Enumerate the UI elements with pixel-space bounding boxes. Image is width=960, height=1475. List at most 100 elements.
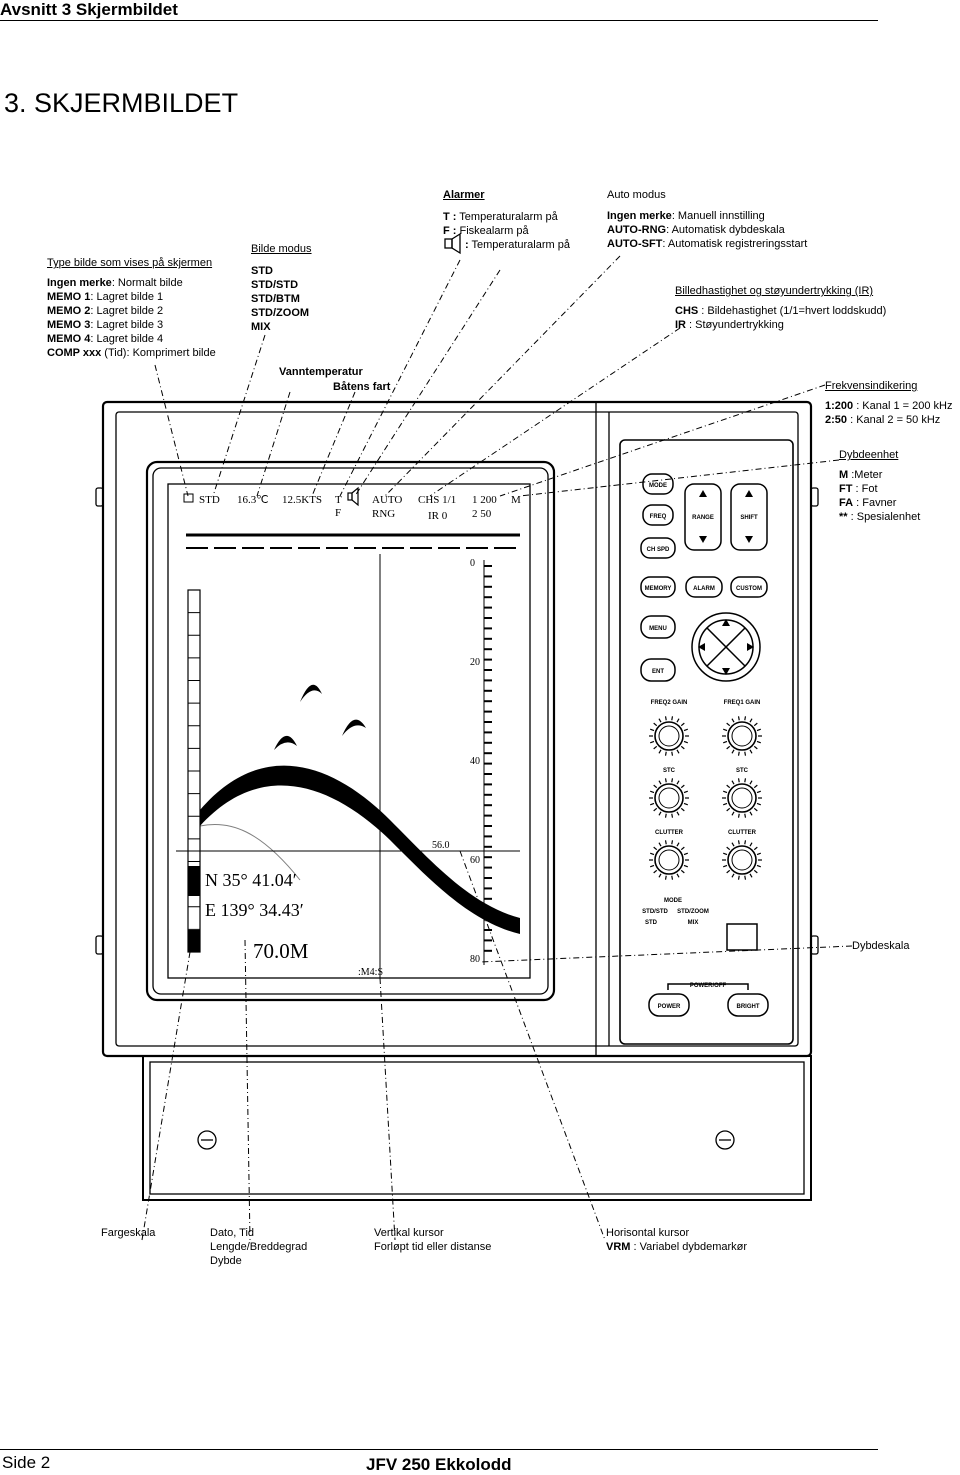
- mode-key: [642, 473, 674, 495]
- color-scale-dividers: [188, 612, 200, 930]
- horizontal-cursor-block: Horisontal kursor VRM : Variabel dybdema…: [606, 1226, 747, 1254]
- control-knob: [722, 716, 762, 756]
- freq-key: [642, 504, 674, 526]
- stc2-label: STC: [663, 768, 676, 774]
- control-panel: [619, 439, 794, 1045]
- elapsed-line: Forløpt tid eller distanse: [374, 1241, 492, 1253]
- clutter1-label: CLUTTER: [728, 830, 757, 836]
- auto-item: Ingen merke: Manuell innstilling: [607, 210, 765, 222]
- date-line: Dato, Tid: [210, 1227, 255, 1239]
- depth-readout: 70.0M: [253, 939, 309, 963]
- boat-speed-label: Båtens fart: [333, 381, 391, 393]
- depth-scale-label: Dybdeskala: [852, 940, 910, 952]
- auto-item: AUTO-SFT: Automatisk registreringsstart: [607, 238, 808, 250]
- status-ir: IR 0: [428, 510, 448, 522]
- std-std-label: STD/STD: [642, 909, 668, 915]
- mode-heading: Bilde modus: [251, 243, 312, 255]
- mode-switch-indicator: [726, 923, 758, 951]
- type-block: Type bilde som vises på skjermen Ingen m…: [47, 256, 216, 360]
- vrm-value: 56.0: [432, 840, 450, 851]
- depth-unit-block: Dybdeenhet M :Meter FT : Fot FA : Favner…: [839, 448, 920, 524]
- depth-label: 20: [470, 657, 480, 668]
- stc1-label: STC: [736, 768, 749, 774]
- range-key: [684, 483, 722, 551]
- clutter2-label: CLUTTER: [655, 830, 684, 836]
- longitude: E 139° 34.43′: [205, 900, 304, 920]
- status-speed: 12.5KTS: [282, 494, 322, 506]
- depth-unit-item: M :Meter: [839, 469, 883, 481]
- alarm-block: Alarmer T : Temperaturalarm på F : Fiske…: [443, 188, 570, 252]
- type-item: Ingen merke: Normalt bilde: [47, 277, 183, 289]
- control-knob: [722, 778, 762, 818]
- auto-block: Auto modus Ingen merke: Manuell innstill…: [607, 188, 807, 251]
- horizontal-cursor-line: Horisontal kursor: [606, 1227, 690, 1239]
- fish-echo: [300, 684, 322, 702]
- alarm-heading: Alarmer: [443, 189, 485, 201]
- status-auto: AUTO: [372, 494, 402, 506]
- latitude: N 35° 41.04′: [205, 870, 297, 890]
- alarm-key-label: ALARM: [693, 586, 715, 592]
- status-std: STD: [199, 494, 220, 506]
- status-t: T: [335, 494, 342, 506]
- range-key-label: RANGE: [692, 515, 714, 521]
- fish-echo: [274, 735, 297, 750]
- leader-lines: [141, 255, 853, 1241]
- depth-label: 80: [470, 954, 480, 965]
- bottom-echo: [200, 765, 520, 934]
- mode-item: STD/STD: [251, 279, 299, 291]
- vrm-line: VRM : Variabel dybdemarkør: [606, 1241, 748, 1253]
- mode-key-label: MODE: [649, 483, 667, 489]
- product-name: JFV 250 Ekkolodd: [366, 1455, 512, 1474]
- status-rng: RNG: [372, 508, 395, 520]
- control-knob: [649, 716, 689, 756]
- mode-block: Bilde modus STD STD/STD STD/BTM STD/ZOOM…: [251, 242, 312, 334]
- mode-item: STD/BTM: [251, 293, 300, 305]
- custom-key: [730, 576, 768, 598]
- freq-block: Frekvensindikering 1:200 : Kanal 1 = 200…: [825, 379, 953, 427]
- ch-spd-key-label: CH SPD: [647, 547, 670, 553]
- latlon-line: Lengde/Breddegrad: [210, 1241, 308, 1253]
- water-temp-label: Vanntemperatur: [279, 366, 363, 378]
- ent-key-label: ENT: [652, 669, 664, 675]
- time-readout: :M4:S: [358, 967, 383, 978]
- type-item: MEMO 4: Lagret bilde 4: [47, 333, 164, 345]
- control-knob: [722, 840, 762, 880]
- section-title: 3. SKJERMBILDET: [4, 88, 239, 118]
- mode-item: STD/ZOOM: [251, 307, 310, 319]
- device-housing: [101, 400, 813, 1058]
- menu-key: [640, 615, 676, 639]
- vertical-cursor-block: Vertikal kursor Forløpt tid eller distan…: [374, 1226, 491, 1254]
- page-number: Side 2: [2, 1453, 51, 1472]
- mode-switch-label: MODE: [664, 898, 682, 904]
- depth-unit-item: ** : Spesialenhet: [839, 511, 921, 523]
- color-scale-label: Fargeskala: [101, 1227, 156, 1239]
- power-key: [648, 993, 690, 1017]
- auto-heading: Auto modus: [607, 189, 666, 201]
- speed-item: CHS : Bildehastighet (1/1=hvert loddskud…: [675, 305, 887, 317]
- status-freq2: 2 50: [472, 508, 492, 520]
- memory-key-label: MEMORY: [645, 586, 672, 592]
- cursor-pad: [691, 612, 761, 682]
- status-freq1: 1 200: [472, 494, 497, 506]
- memory-key: [640, 576, 676, 598]
- bright-key: [727, 993, 769, 1017]
- std-label: STD: [645, 920, 658, 926]
- control-knob: [649, 778, 689, 818]
- speed-heading: Billedhastighet og støyundertrykking (IR…: [675, 285, 874, 297]
- custom-key-label: CUSTOM: [736, 586, 762, 592]
- mode-item: MIX: [251, 321, 271, 333]
- shift-key: [730, 483, 768, 551]
- speed-item: IR : Støyundertrykking: [675, 319, 784, 331]
- running-header: Avsnitt 3 Skjermbildet: [0, 0, 178, 19]
- alarm-key: [685, 576, 723, 598]
- screen: [167, 483, 531, 979]
- freq1-gain-label: FREQ1 GAIN: [724, 700, 761, 706]
- power-key-label: POWER: [658, 1004, 681, 1010]
- type-item: MEMO 3: Lagret bilde 3: [47, 319, 164, 331]
- type-item: MEMO 1: Lagret bilde 1: [47, 291, 164, 303]
- status-temp: 16.3℃: [237, 494, 269, 506]
- freq-heading: Frekvensindikering: [825, 380, 918, 392]
- auto-item: AUTO-RNG: Automatisk dybdeskala: [607, 224, 785, 236]
- type-heading: Type bilde som vises på skjermen: [47, 257, 213, 269]
- control-knob: [649, 840, 689, 880]
